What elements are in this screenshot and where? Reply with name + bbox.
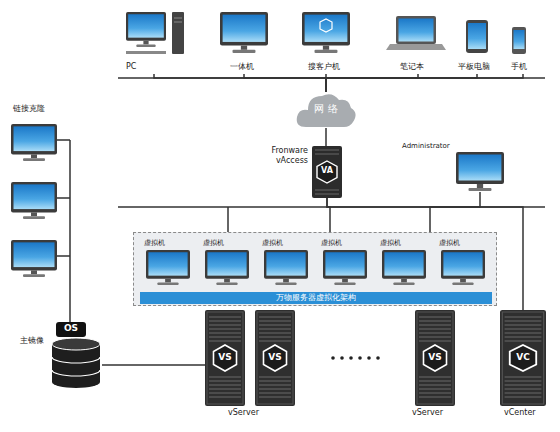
node-label: 笔记本 [400, 62, 424, 72]
connector-line [326, 74, 477, 92]
vserver-rack: VS [255, 310, 295, 406]
vserver-rack: VS [205, 310, 245, 406]
node-label: 网络 [300, 103, 356, 115]
connector-line [244, 74, 326, 92]
device-node: 手机 [505, 8, 541, 74]
virtual-machine: 虚拟机 [200, 237, 255, 289]
virtual-machine: 虚拟机 [141, 237, 196, 289]
node-label: 搜客户机 [308, 62, 340, 72]
virtual-machine: 虚拟机 [259, 237, 314, 289]
node-label: VS [205, 352, 245, 363]
node-label: VS [255, 352, 295, 363]
clone-group: 链接克隆 [3, 104, 73, 286]
master-image: 主镜像 OS [20, 322, 102, 388]
node-label: 平板电脑 [458, 62, 490, 72]
node-label: Administrator [402, 142, 450, 150]
node-label: 虚拟机 [203, 239, 224, 247]
access-server: Fronware vAccessVA [312, 146, 342, 198]
node-label: 虚拟机 [380, 239, 401, 247]
node-label: 主镜像 [20, 336, 44, 346]
device-node: 笔记本 [388, 8, 448, 74]
node-label: 虚拟机 [321, 239, 342, 247]
node-label: 链接克隆 [13, 104, 45, 114]
node-label: vCenter [504, 408, 536, 418]
node-label: 虚拟机 [262, 239, 283, 247]
node-label: PC [126, 62, 136, 72]
node-label: 万物服务器虚拟化架构 [140, 292, 492, 304]
node-label: 一体机 [230, 62, 254, 72]
network-cloud: 网络 [298, 92, 354, 128]
node-label: OS [56, 323, 86, 334]
node-label: 虚拟机 [144, 239, 165, 247]
connector-line [430, 192, 480, 232]
device-node: 一体机 [208, 8, 280, 74]
node-label: Fronware vAccess [260, 146, 308, 165]
connector-line [326, 74, 523, 92]
vserver-rack: VS [415, 310, 455, 406]
virtual-machine: 虚拟机 [318, 237, 373, 289]
vcenter-rack: VCvCenter [500, 310, 546, 406]
node-label: VS [415, 352, 455, 363]
server-label: vServer [412, 408, 443, 418]
node-label: 虚拟机 [439, 239, 460, 247]
connector-line [327, 198, 523, 310]
node-label: VC [500, 352, 546, 363]
connector-line [102, 364, 205, 366]
virtual-machine: 虚拟机 [436, 237, 491, 289]
device-node: 搜客户机 [290, 8, 362, 74]
virtual-machine: 虚拟机 [377, 237, 432, 289]
connector-line [325, 128, 327, 146]
admin-console: Administrator [400, 144, 506, 192]
node-label: VA [312, 166, 342, 176]
device-node: PC [118, 8, 190, 74]
device-node: 平板电脑 [455, 8, 499, 74]
connector-line [154, 74, 326, 92]
node-label: 手机 [511, 62, 527, 72]
connector-line [326, 74, 418, 92]
virtualization-area: 万物服务器虚拟化架构 虚拟机 虚拟机 虚拟机 虚拟机 虚拟机 虚拟机 [133, 232, 497, 306]
connector-line [69, 286, 71, 322]
server-label: vServer [228, 408, 259, 418]
